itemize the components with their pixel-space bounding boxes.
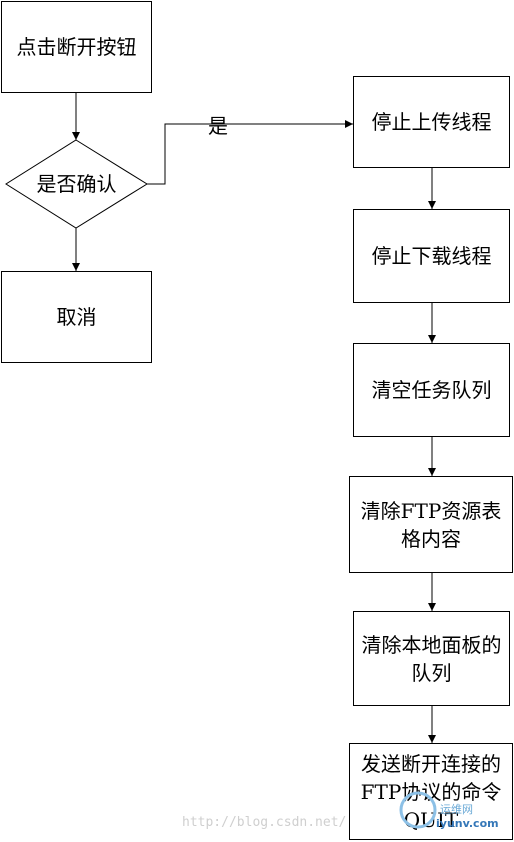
edge-label-yes: 是 xyxy=(208,114,228,138)
node-cancel: 取消 xyxy=(1,271,152,363)
node-label: 停止上传线程 xyxy=(371,110,492,134)
node-label: 清除FTP资源表格内容 xyxy=(360,498,502,551)
node-confirm-decision: 是否确认 xyxy=(6,140,147,228)
node-clear-ftp-table: 清除FTP资源表格内容 xyxy=(349,476,513,573)
node-label: 停止下载线程 xyxy=(371,244,492,268)
node-label: 取消 xyxy=(56,305,97,329)
node-stop-download: 停止下载线程 xyxy=(353,209,510,303)
node-label: 清除本地面板的队列 xyxy=(361,632,502,685)
node-label: 清空任务队列 xyxy=(371,378,492,402)
watermark-logo-top: 运维网 xyxy=(440,803,473,816)
watermark-logo-icon xyxy=(399,791,437,829)
node-clear-task-queue: 清空任务队列 xyxy=(353,343,510,437)
node-label: 点击断开按钮 xyxy=(16,35,137,59)
watermark-url: http://blog.csdn.net/ xyxy=(182,815,347,830)
node-clear-local-queue: 清除本地面板的队列 xyxy=(353,611,510,706)
decision-label: 是否确认 xyxy=(36,172,117,196)
node-send-quit: 发送断开连接的FTP协议的命令QUIT xyxy=(349,743,513,840)
node-click-disconnect: 点击断开按钮 xyxy=(1,1,152,93)
watermark-logo-bottom: iyunv.com xyxy=(436,817,499,830)
node-stop-upload: 停止上传线程 xyxy=(353,76,510,168)
arrow-confirm-yes-branch xyxy=(147,120,353,185)
